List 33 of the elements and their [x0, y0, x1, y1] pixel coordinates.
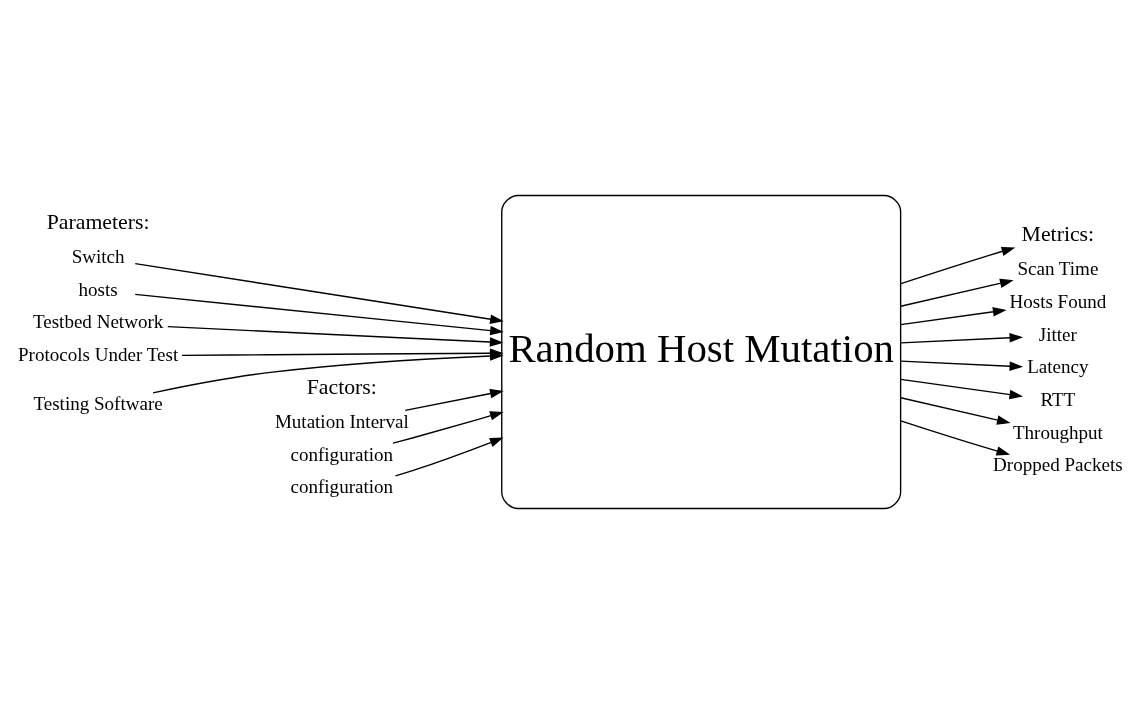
arrow [900, 378, 1024, 399]
node-text: Testing Software [33, 392, 163, 414]
arrow [900, 332, 1024, 344]
arrow [134, 293, 504, 335]
arrow [900, 419, 1011, 456]
node-text: configuration [290, 443, 394, 464]
arrow [900, 359, 1024, 371]
node-text: Scan Time [1017, 257, 1099, 279]
arrow [900, 246, 1016, 284]
node-text: Dropped Packets [993, 453, 1123, 475]
arrow [900, 278, 1014, 307]
node-text: RTT [1040, 388, 1076, 410]
node-text: Switch [71, 245, 125, 267]
arrow [167, 325, 504, 347]
node-text: Mutation Interval [274, 410, 409, 432]
node-text: Testbed Network [32, 310, 164, 332]
node-text: Throughput [1012, 421, 1103, 443]
arrow [394, 437, 504, 476]
node-text: Hosts Found [1009, 290, 1107, 312]
arrow [900, 396, 1011, 425]
arrow [392, 410, 504, 444]
node-box: Random Host Mutation [501, 194, 902, 509]
arrow [404, 388, 504, 411]
node-text: Protocols Under Test [18, 343, 179, 365]
node-text: hosts [78, 278, 118, 300]
arrow [134, 262, 504, 324]
node-text: configuration [290, 475, 394, 497]
label: Factors: [306, 374, 377, 399]
label: Parameters: [46, 209, 150, 234]
node-text: Jitter [1038, 323, 1077, 345]
node-text: Metrics: [1021, 221, 1095, 246]
node-text: Latency [1027, 355, 1089, 377]
arrow [900, 306, 1007, 325]
